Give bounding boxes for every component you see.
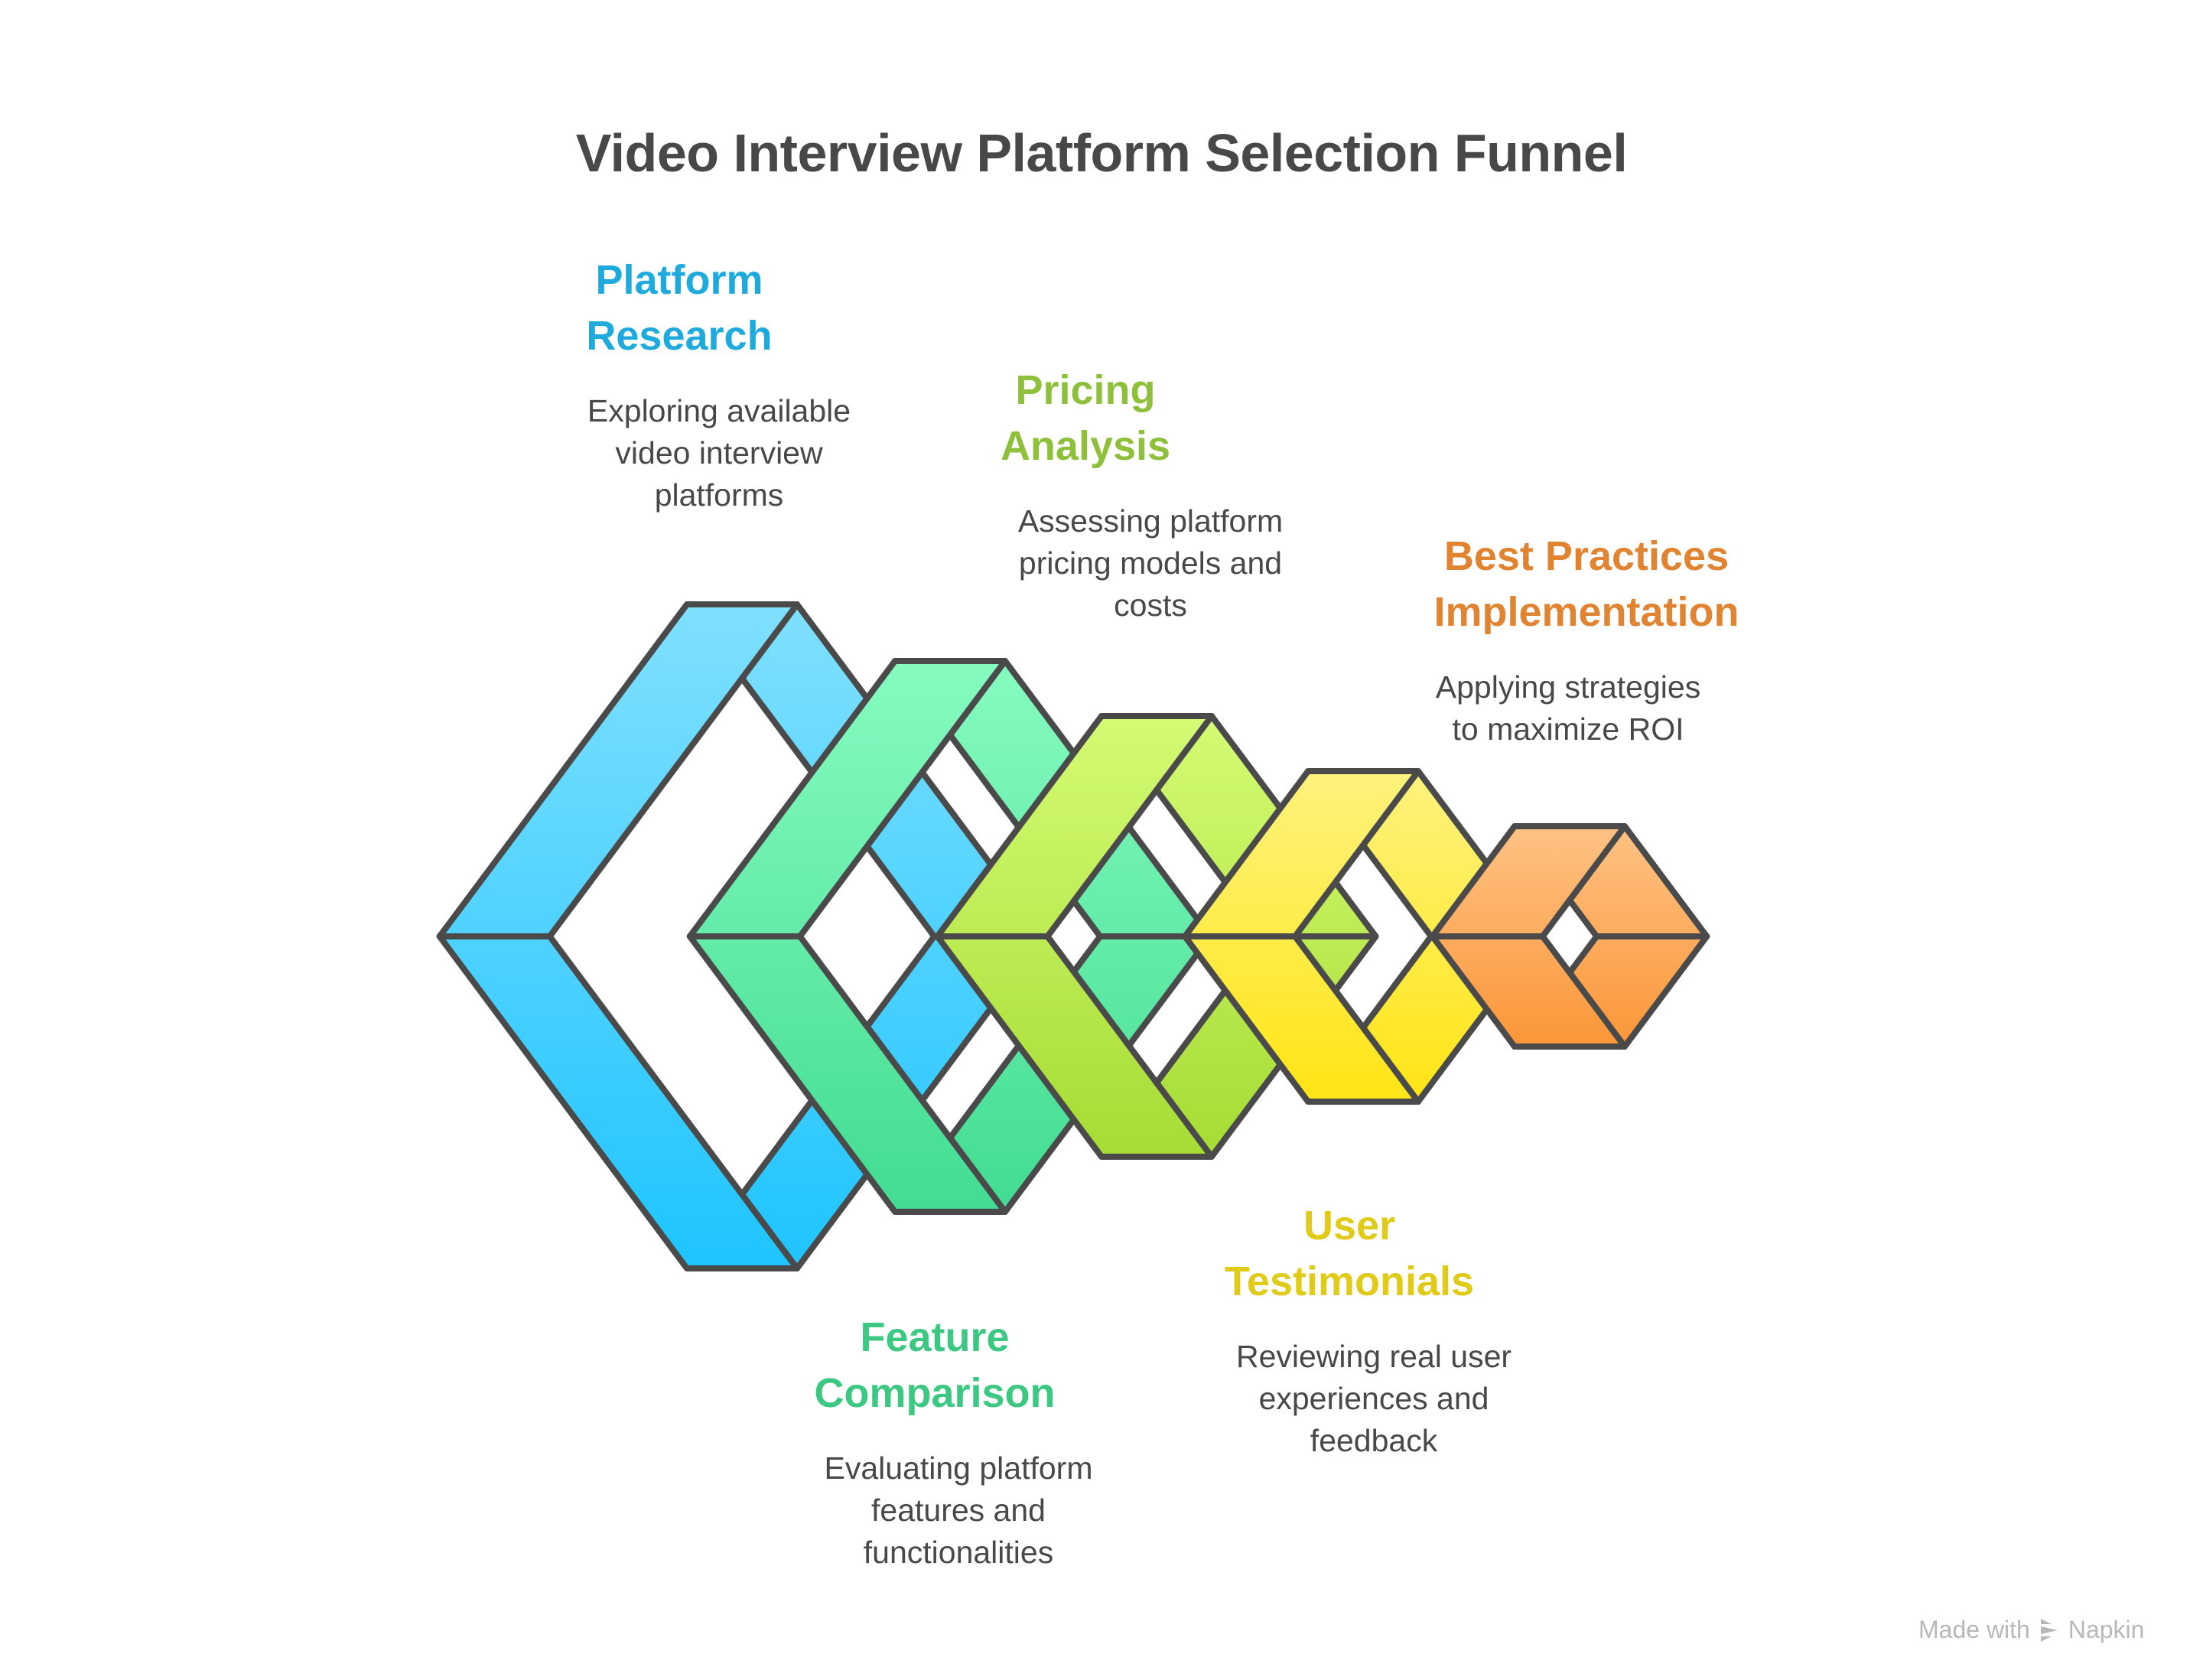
stage-title-line: Best Practices — [1443, 533, 1730, 579]
stage-title: User Testimonials — [1082, 1198, 1617, 1310]
stage-description: Assessing platform pricing models and co… — [948, 500, 1353, 627]
stage-title: Pricing Analysis — [818, 363, 1353, 474]
stage-desc-line: feedback — [1310, 1423, 1438, 1458]
watermark-brand: Napkin — [2068, 1616, 2145, 1643]
stage-pricing-analysis: Pricing Analysis Assessing platform pric… — [818, 363, 1353, 627]
stage-title-line: Implementation — [1433, 589, 1739, 635]
stage-title: Feature Comparison — [667, 1310, 1202, 1421]
stage-desc-line: pricing models and — [1018, 545, 1283, 581]
stage-user-testimonials: User Testimonials Reviewing real user ex… — [1082, 1198, 1617, 1462]
stage-title-line: Comparison — [814, 1370, 1056, 1416]
stage-desc-line: platforms — [654, 477, 784, 513]
stage-desc-line: functionalities — [863, 1535, 1054, 1570]
stage-desc-line: Reviewing real user — [1235, 1339, 1512, 1374]
stage-title-line: Pricing — [1015, 367, 1156, 413]
stage-best-practices-implementation: Best Practices Implementation Applying s… — [1319, 529, 1854, 750]
stage-desc-line: experiences and — [1258, 1381, 1489, 1416]
stage-desc-line: Evaluating platform — [824, 1450, 1093, 1486]
stage-title-line: Testimonials — [1224, 1258, 1475, 1304]
stage-description: Applying strategies to maximize ROI — [1282, 666, 1854, 750]
stage-desc-line: Applying strategies — [1435, 669, 1701, 705]
stage-feature-comparison: Feature Comparison Evaluating platform f… — [667, 1310, 1202, 1574]
stage-desc-line: costs — [1114, 588, 1187, 623]
stage-desc-line: Assessing platform — [1017, 503, 1284, 539]
stage-title: Platform Research — [412, 252, 947, 364]
stage-title: Best Practices Implementation — [1319, 529, 1854, 640]
stage-desc-line: features and — [871, 1493, 1046, 1528]
stage-description: Evaluating platform features and functio… — [714, 1447, 1202, 1574]
stage-title-line: Analysis — [1000, 423, 1171, 469]
stage-description: Reviewing real user experiences and feed… — [1131, 1336, 1617, 1462]
stage-desc-line: video interview — [615, 435, 823, 470]
stage-title-line: Platform — [595, 257, 763, 303]
stage-title-line: Research — [586, 313, 773, 359]
stage-title-line: Feature — [860, 1314, 1010, 1360]
diagram-title: Video Interview Platform Selection Funne… — [575, 123, 1628, 183]
stage-description: Exploring available video interview plat… — [491, 390, 947, 516]
watermark-prefix: Made with — [1918, 1616, 2030, 1643]
stage-platform-research: Platform Research Exploring available vi… — [412, 252, 947, 516]
watermark: Made with Napkin — [1918, 1616, 2144, 1644]
stage-title-line: User — [1303, 1203, 1396, 1249]
stage-desc-line: to maximize ROI — [1452, 711, 1684, 747]
napkin-logo-icon — [2040, 1618, 2058, 1642]
stage-desc-line: Exploring available — [587, 393, 851, 428]
